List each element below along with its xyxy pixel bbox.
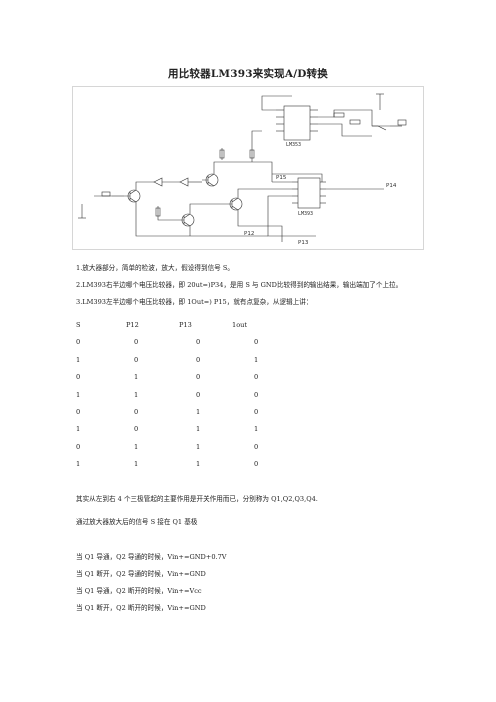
table-cell: 0 xyxy=(134,425,139,434)
header-p13: P13 xyxy=(179,321,192,329)
table-cell: 1 xyxy=(196,407,201,416)
paragraph-2: 2.LM393右半边哪个电压比较器，即 20ut=)P34，是用 S 与 GND… xyxy=(76,281,403,289)
table-cell: 0 xyxy=(254,373,259,382)
paragraph-3: 3.LM393左半边哪个电压比较器，即 1Out=) P15，就有点复杂，从逻辑… xyxy=(76,298,313,306)
table-cell: 1 xyxy=(196,460,201,469)
chip-label-lm353: LM353 xyxy=(286,142,301,148)
table-cell: 0 xyxy=(76,338,81,347)
table-cell: 1 xyxy=(134,442,139,451)
table-cell: 1 xyxy=(196,442,201,451)
net-label-p12: P12 xyxy=(244,231,254,237)
header-s: S xyxy=(76,321,81,329)
table-cell: 1 xyxy=(134,460,139,469)
condition-2: 当 Q1 断开，Q2 导通的时候，Vin+=GND xyxy=(76,570,206,578)
table-cell: 0 xyxy=(254,442,259,451)
table-cell: 0 xyxy=(196,390,201,399)
table-cell: 1 xyxy=(76,460,81,469)
table-cell: 0 xyxy=(76,442,81,451)
table-cell: 1 xyxy=(254,355,259,364)
explanation-2: 通过放大器放大后的信号 S 接在 Q1 基极 xyxy=(76,518,198,526)
condition-4: 当 Q1 断开，Q2 断开的时候，Vin+=GND xyxy=(76,604,206,612)
table-cell: 0 xyxy=(134,355,139,364)
net-label-p15: P15 xyxy=(276,175,287,181)
net-label-p13: P13 xyxy=(298,240,309,246)
explanation-1: 其实从左到右 4 个三极管起的主要作用是开关作用而已，分别称为 Q1,Q2,Q3… xyxy=(76,495,318,503)
table-cell: 0 xyxy=(76,407,81,416)
table-cell: 1 xyxy=(76,355,81,364)
table-cell: 1 xyxy=(134,373,139,382)
table-cell: 0 xyxy=(196,338,201,347)
table-cell: 1 xyxy=(196,425,201,434)
header-1out: 1out xyxy=(232,321,248,329)
condition-1: 当 Q1 导通，Q2 导通的时候，Vin+=GND+0.7V xyxy=(76,553,227,561)
table-cell: 0 xyxy=(254,407,259,416)
table-cell: 0 xyxy=(76,373,81,382)
paragraph-1: 1.放大器部分，简单的检波，放大，假设得到信号 S。 xyxy=(76,264,234,272)
net-label-p14: P14 xyxy=(386,183,397,189)
table-cell: 0 xyxy=(254,390,259,399)
table-cell: 0 xyxy=(134,338,139,347)
table-cell: 0 xyxy=(254,338,259,347)
table-cell: 1 xyxy=(134,390,139,399)
document-title: 用比较器LM393来实现A/D转换 xyxy=(168,68,328,80)
condition-3: 当 Q1 导通，Q2 断开的时候，Vin+=Vcc xyxy=(76,587,202,595)
table-cell: 0 xyxy=(254,460,259,469)
table-cell: 0 xyxy=(196,373,201,382)
table-cell: 1 xyxy=(254,425,259,434)
table-cell: 1 xyxy=(76,425,81,434)
chip-label-lm393: LM393 xyxy=(298,211,313,217)
header-p12: P12 xyxy=(126,321,139,329)
table-cell: 0 xyxy=(134,407,139,416)
table-cell: 0 xyxy=(196,355,201,364)
circuit-schematic: LM353 LM393 P15 P14 P12 P13 xyxy=(72,86,424,250)
table-cell: 1 xyxy=(76,390,81,399)
